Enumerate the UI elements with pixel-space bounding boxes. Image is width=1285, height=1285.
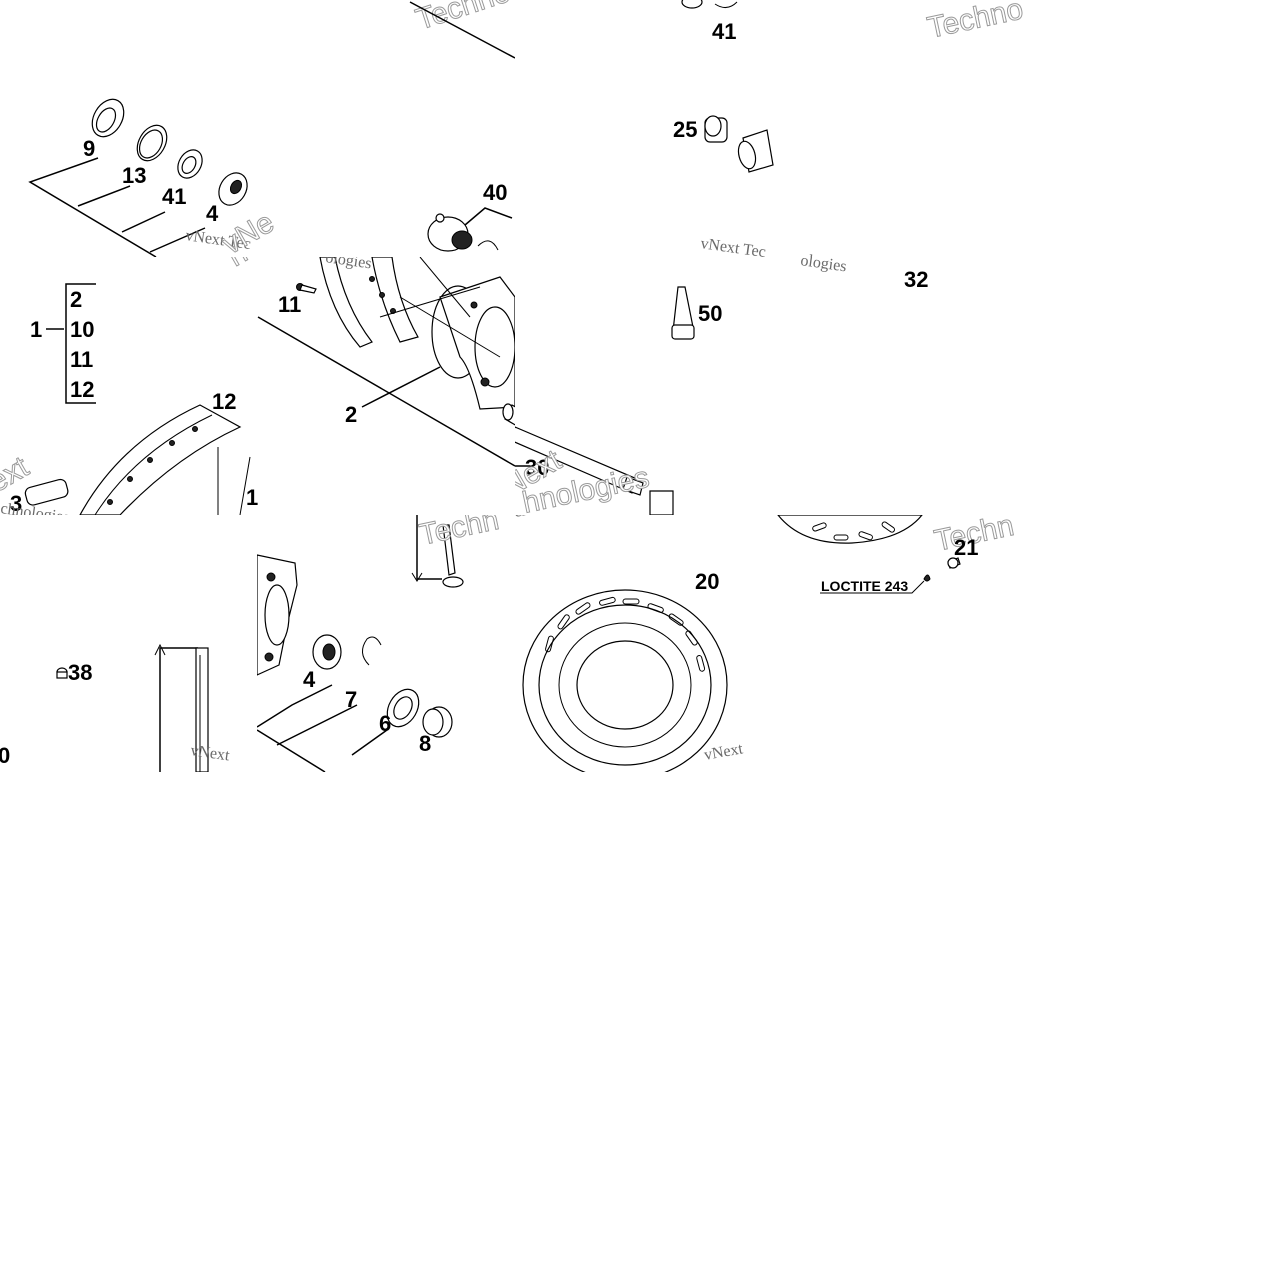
assembly-item-12: 12 [70, 377, 94, 402]
callout-9: 9 [83, 136, 95, 161]
watermark-techno-2: Techno [925, 0, 1026, 45]
spoke-part [195, 647, 209, 772]
watermark-ologies: ologies [799, 251, 847, 257]
circlip-lower-part [362, 636, 382, 666]
callout-1-edge: 1 [246, 485, 258, 510]
leader-line [77, 185, 131, 207]
diagram-tile-right-middle: ologies 32 [772, 257, 1030, 515]
diagram-tile-lower-middle: Techn 4 7 6 8 [257, 515, 515, 772]
leader-line [257, 684, 333, 728]
speedometer-drive-part [427, 213, 499, 252]
leader-line [361, 366, 441, 408]
callout-38: 38 [68, 660, 92, 685]
rim-part [79, 404, 251, 515]
leader-line [409, 1, 515, 59]
loctite-underline [820, 580, 925, 594]
spacer-tube-part [24, 478, 69, 506]
callout-6: 6 [379, 711, 391, 736]
diagram-tile-lower-right: chnologies 20 vNext [515, 515, 772, 772]
callout-25: 25 [673, 117, 697, 142]
leader-line [149, 227, 206, 253]
diagram-tile-middle-left: 1 2 10 11 12 12 1 3 ext chnologies [0, 257, 515, 515]
spacer-part [704, 115, 728, 143]
seal-ring-part [91, 98, 125, 138]
callout-1: 1 [30, 317, 42, 342]
callout-10: 0 [0, 743, 10, 768]
watermark-nologies: nologies [222, 257, 335, 273]
seal-lower-part [386, 688, 420, 728]
axle-part [502, 403, 515, 426]
leader-line [351, 729, 388, 756]
callout-3: 3 [10, 491, 22, 515]
diagram-tile-top-left: Techno 9 13 41 4 vNext Tec [0, 0, 515, 257]
callout-11: 11 [278, 292, 301, 317]
diagram-tile-bolts: Techn 21 LOCTITE 243 [772, 515, 1030, 605]
callout-4-lower: 4 [303, 667, 316, 692]
wheel-rim-part [319, 257, 419, 348]
axle-end-part [515, 426, 674, 515]
leader-ladder [28, 157, 157, 257]
circlip-part [177, 149, 203, 179]
disc-edge-part [777, 515, 923, 544]
watermark-vne: vNe [217, 206, 280, 257]
arrow-head [154, 643, 166, 656]
callout-13: 13 [122, 163, 146, 188]
diagram-tile-middle-center: 50 30 Next hnologies [515, 257, 772, 515]
assembly-item-2: 2 [70, 287, 82, 312]
thin-ring-part [136, 124, 168, 162]
spacer-lower-part [422, 706, 453, 738]
watermark-vnext-2: vNext Tec [699, 235, 766, 257]
assembly-bracket [65, 283, 96, 404]
assembly-item-10: 10 [70, 317, 94, 342]
callout-50: 50 [698, 301, 722, 326]
loctite-note: LOCTITE 243 [821, 578, 908, 594]
diagram-tile-lower-left: 38 0 vNext [0, 515, 257, 772]
callout-4: 4 [206, 201, 219, 226]
callout-41-top: 41 [712, 19, 736, 44]
leader-line [257, 316, 515, 467]
disc-bolt-part [923, 557, 961, 582]
leader-line [464, 207, 513, 226]
bearing-part [218, 172, 248, 206]
callout-20: 20 [695, 569, 719, 594]
watermark-ologies-2: ologies [799, 257, 847, 275]
clip-part [681, 0, 738, 9]
sleeve-part [737, 129, 774, 173]
grease-tube-part [671, 286, 695, 340]
hub-flange-part [257, 554, 298, 676]
arrow-head [411, 572, 423, 582]
diagram-tile-top-right: 41 Techno 25 vNext Tec ologies [515, 0, 1030, 257]
callout-30: 30 [525, 455, 549, 480]
leader-line [257, 729, 326, 772]
spoke-bend-part [442, 524, 464, 588]
watermark-vnext-3: vNext [189, 742, 231, 764]
callout-32: 32 [904, 267, 928, 292]
brake-disc-part [522, 589, 728, 772]
leader-line [416, 515, 442, 580]
assembly-item-11: 11 [70, 347, 93, 372]
valve-cap-part [56, 667, 68, 679]
callout-41: 41 [162, 184, 186, 209]
hub-part [379, 257, 515, 410]
leader-line [121, 211, 166, 233]
watermark-techn: Techn [417, 515, 502, 552]
callout-21: 21 [954, 535, 978, 560]
leader-line [159, 647, 198, 772]
valve-screw-part [296, 283, 317, 294]
bearing-part-lower [312, 634, 342, 670]
leader-line [276, 704, 358, 746]
callout-12: 12 [212, 389, 236, 414]
callout-40: 40 [483, 180, 507, 205]
watermark-vnext-4: vNext [703, 740, 745, 764]
watermark-chnologies-2: chnologies [515, 515, 584, 521]
callout-8: 8 [419, 731, 431, 756]
callout-2: 2 [345, 402, 357, 427]
watermark-techno: Techno [412, 0, 514, 37]
